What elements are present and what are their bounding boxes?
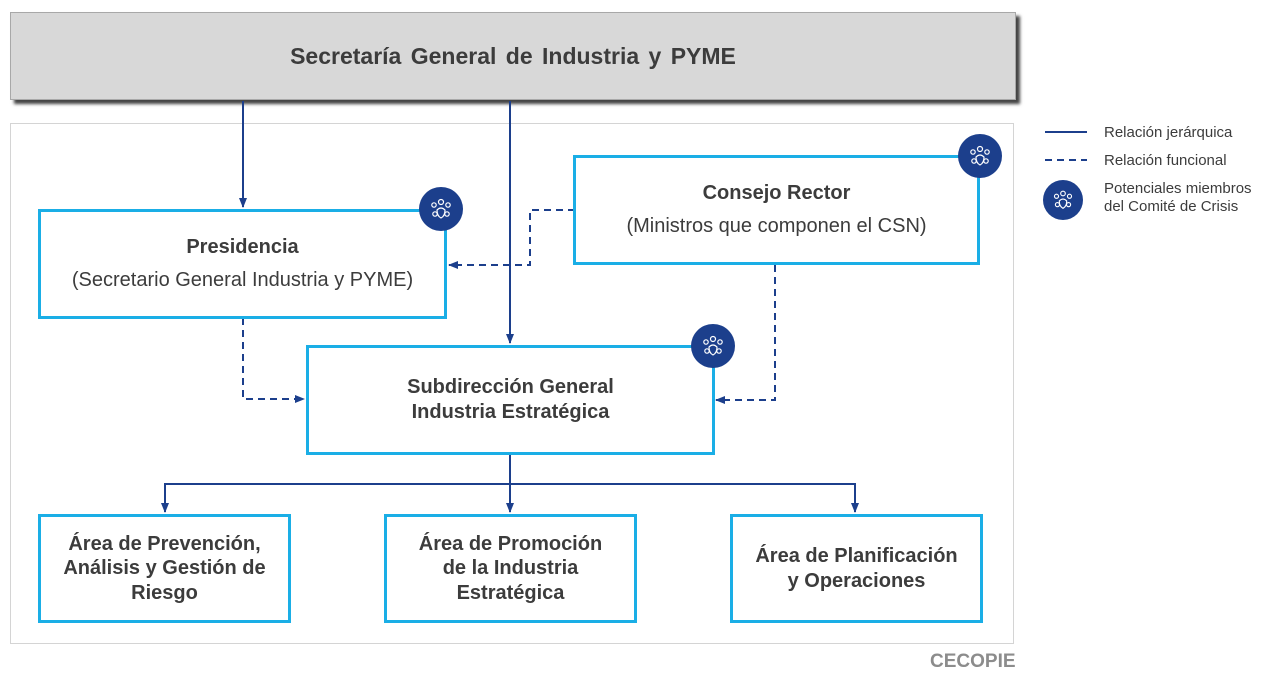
node-consejo-rector: Consejo Rector (Ministros que componen e… xyxy=(573,155,980,265)
area-promocion-line1: Área de Promoción xyxy=(418,532,603,555)
committee-members-icon xyxy=(1043,180,1083,220)
legend-crisis-line1: Potenciales miembros xyxy=(1104,180,1252,197)
header-title: Secretaría General de Industria y PYME xyxy=(290,42,736,69)
legend: Relación jerárquica Relación funcional P… xyxy=(1043,118,1273,220)
presidencia-title: Presidencia xyxy=(186,236,299,258)
legend-functional: Relación funcional xyxy=(1043,146,1273,174)
header-secretaria: Secretaría General de Industria y PYME xyxy=(10,12,1016,100)
legend-hierarchical-label: Relación jerárquica xyxy=(1104,123,1233,141)
committee-members-icon xyxy=(691,324,735,368)
legend-crisis: Potenciales miembros del Comité de Crisi… xyxy=(1043,180,1273,220)
subdireccion-line1: Subdirección General xyxy=(407,376,614,398)
node-area-planificacion: Área de Planificación y Operaciones xyxy=(730,514,983,623)
legend-crisis-text: Potenciales miembros del Comité de Crisi… xyxy=(1104,180,1252,216)
solid-line-icon xyxy=(1045,131,1087,133)
cecopie-frame xyxy=(10,123,1014,644)
consejo-subtitle: (Ministros que componen el CSN) xyxy=(626,215,927,237)
link-subdireccion-planificacion xyxy=(510,483,859,513)
cecopie-label: CECOPIE xyxy=(930,651,1016,672)
area-prevencion-line3: Riesgo xyxy=(131,581,198,604)
presidencia-subtitle: (Secretario General Industria y PYME) xyxy=(71,269,414,291)
dashed-line-icon xyxy=(1045,159,1087,161)
legend-hierarchical: Relación jerárquica xyxy=(1043,118,1273,146)
area-promocion-line2: de la Industria xyxy=(442,557,579,580)
committee-members-icon xyxy=(958,134,1002,178)
area-promocion-line3: Estratégica xyxy=(456,581,565,604)
link-subdireccion-prevencion xyxy=(161,483,510,513)
node-area-prevencion: Área de Prevención, Análisis y Gestión d… xyxy=(38,514,291,623)
link-consejo-subdireccion xyxy=(715,265,776,404)
area-planificacion-line1: Área de Planificación xyxy=(755,545,958,568)
node-subdireccion: Subdirección General Industria Estratégi… xyxy=(306,345,715,455)
legend-functional-label: Relación funcional xyxy=(1104,151,1227,169)
area-prevencion-line1: Área de Prevención, xyxy=(68,532,261,555)
link-consejo-presidencia xyxy=(448,209,575,269)
consejo-title: Consejo Rector xyxy=(702,182,851,204)
committee-members-icon xyxy=(419,187,463,231)
node-presidencia: Presidencia (Secretario General Industri… xyxy=(38,209,447,319)
link-presidencia-subdireccion xyxy=(242,318,305,403)
area-planificacion-line2: y Operaciones xyxy=(787,569,926,592)
legend-crisis-line2: del Comité de Crisis xyxy=(1104,198,1239,215)
node-area-promocion: Área de Promoción de la Industria Estrat… xyxy=(384,514,637,623)
subdireccion-line2: Industria Estratégica xyxy=(411,401,610,423)
area-prevencion-line2: Análisis y Gestión de xyxy=(63,557,266,580)
